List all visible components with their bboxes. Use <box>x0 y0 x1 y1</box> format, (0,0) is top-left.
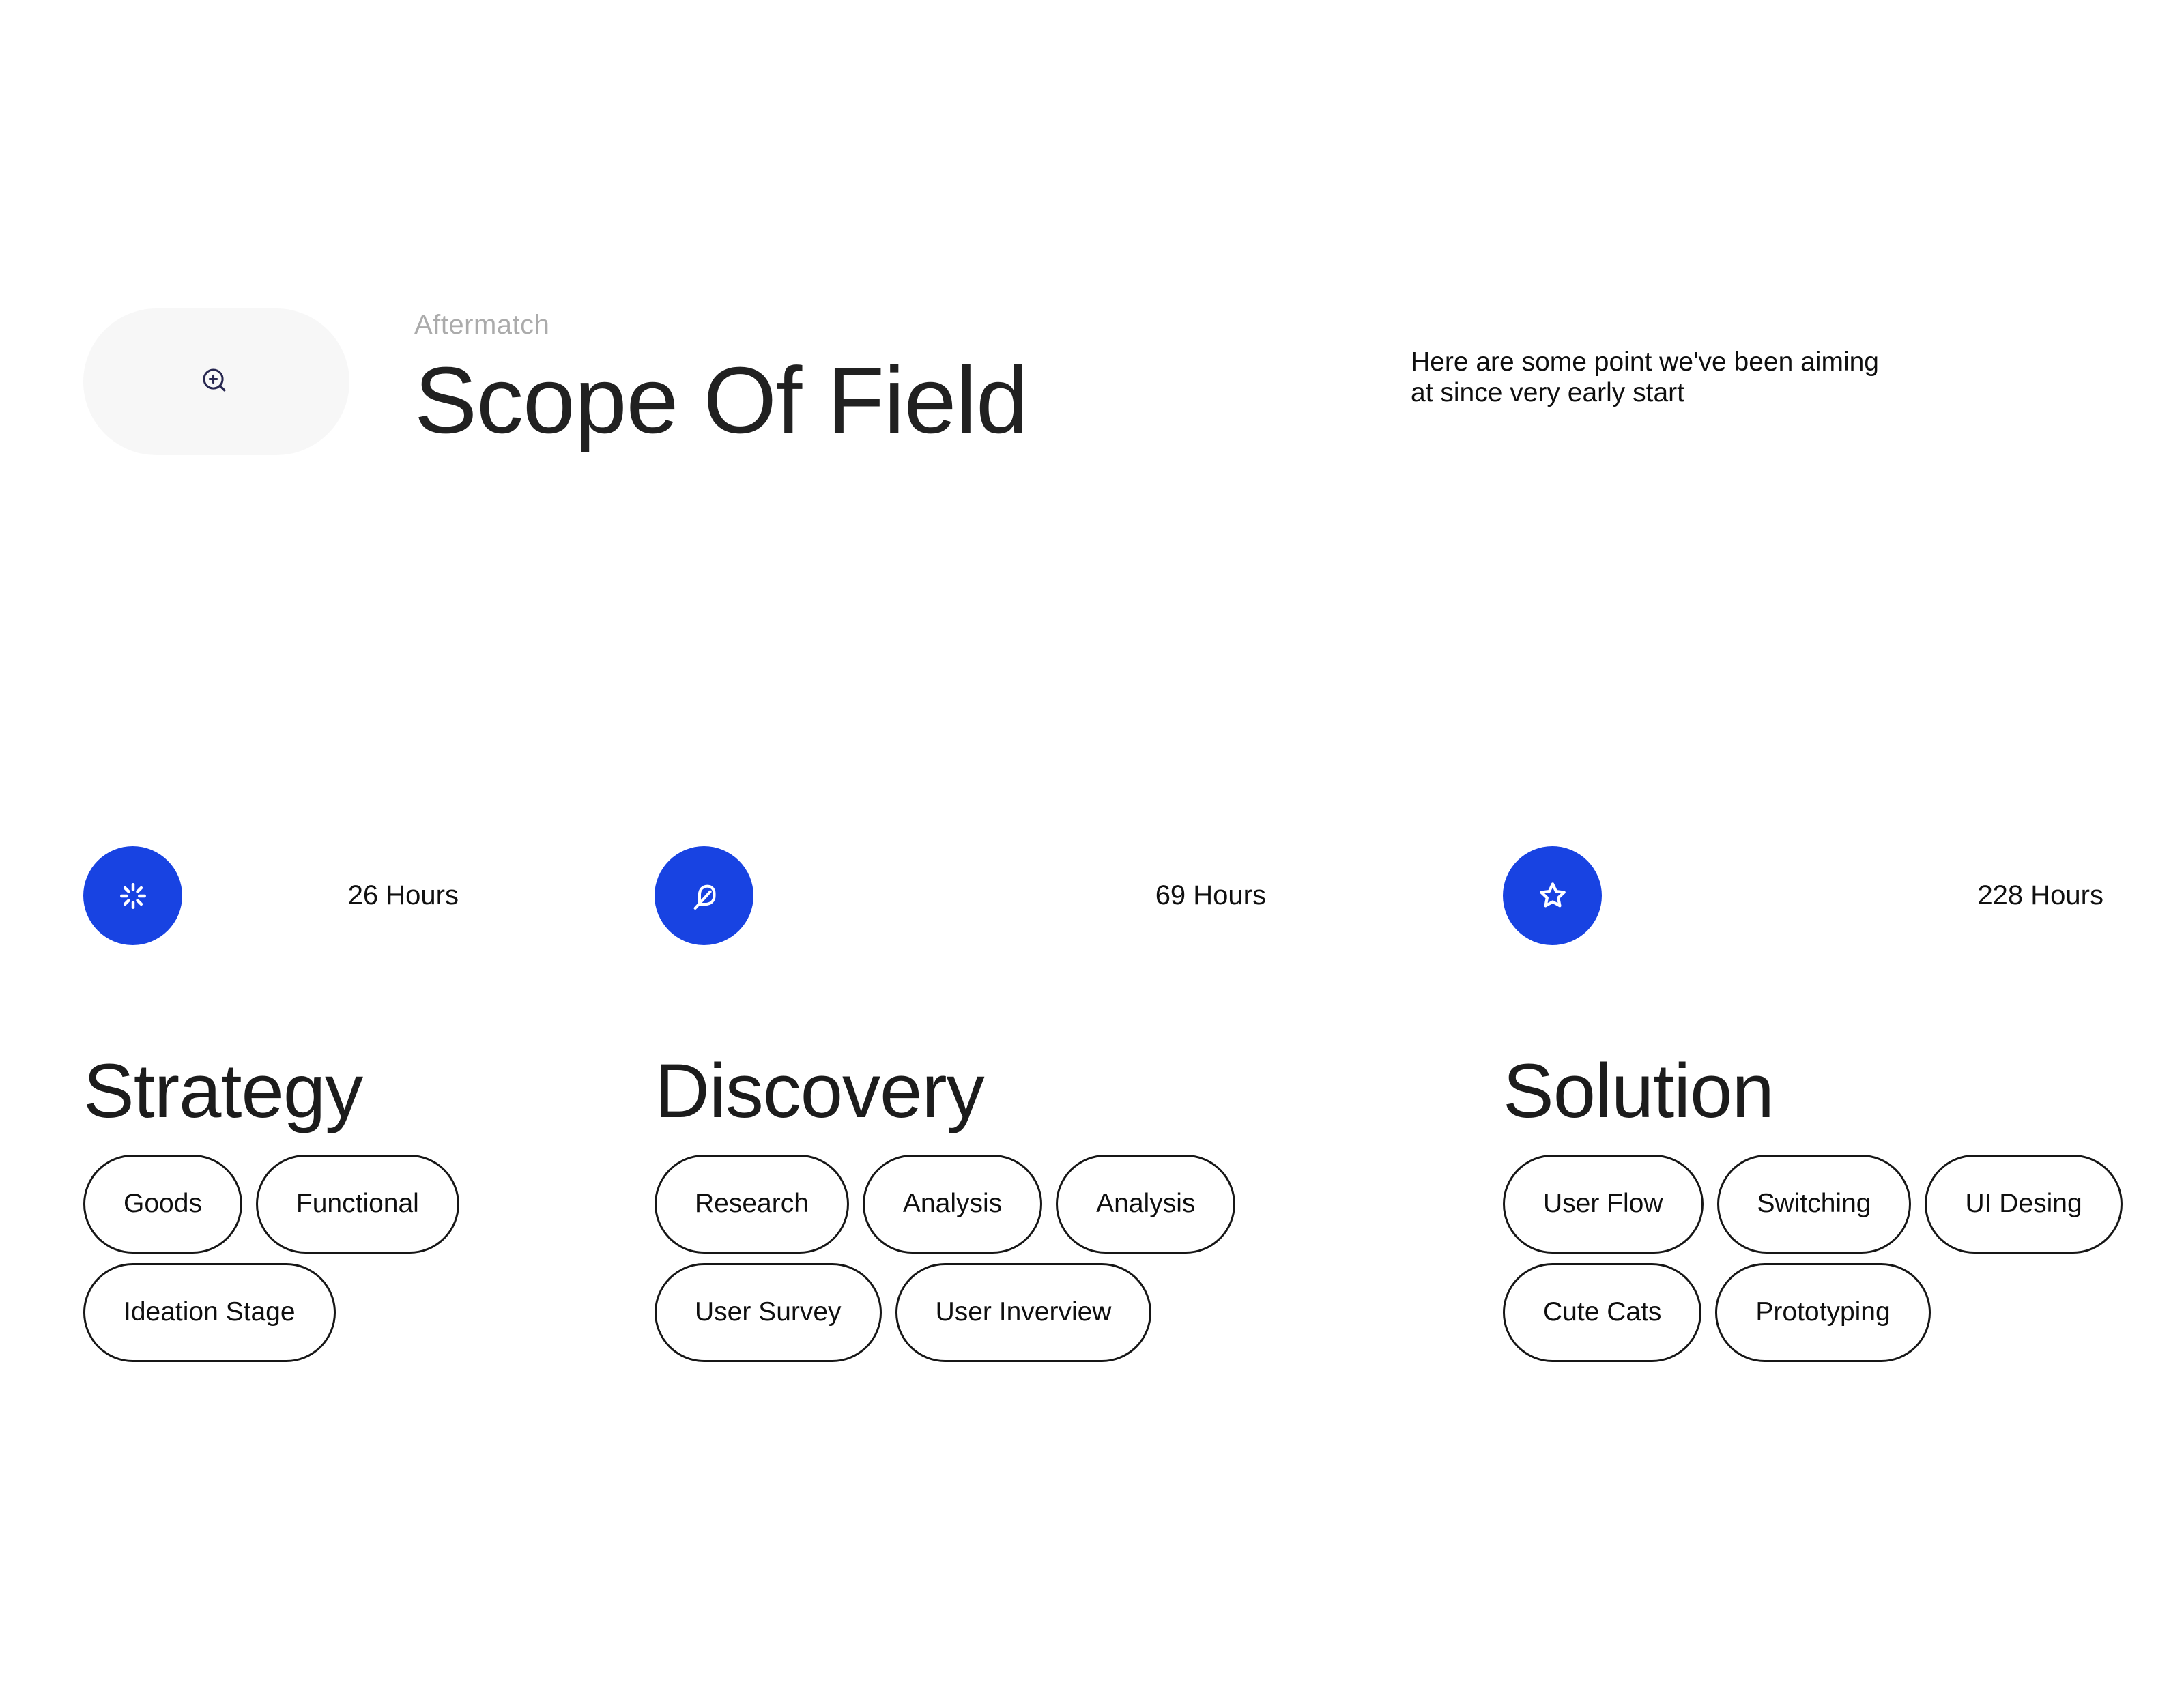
solution-title: Solution <box>1503 1048 1774 1133</box>
tag-row: Goods Functional <box>83 1154 459 1254</box>
tag-ui-desing: UI Desing <box>1925 1154 2123 1254</box>
strategy-tags: Goods Functional Ideation Stage <box>83 1154 459 1362</box>
tag-cute-cats: Cute Cats <box>1503 1262 1702 1362</box>
strategy-title: Strategy <box>83 1048 363 1133</box>
section-strategy-head: 26 Hours <box>83 846 459 945</box>
section-discovery: 69 Hours Discovery Research Analysis Ana… <box>655 846 1266 1362</box>
pen-icon <box>687 878 722 914</box>
tag-analysis-2: Analysis <box>1056 1154 1236 1254</box>
discovery-icon-circle <box>655 846 753 945</box>
tag-ideation-stage: Ideation Stage <box>83 1262 336 1362</box>
tag-prototyping: Prototyping <box>1715 1262 1931 1362</box>
star-icon <box>1535 878 1570 914</box>
tag-research: Research <box>655 1154 849 1254</box>
strategy-icon-circle <box>83 846 182 945</box>
eyebrow-label: Aftermatch <box>414 310 550 340</box>
zoom-search-button[interactable] <box>83 308 349 455</box>
intro-line-2: at since very early start <box>1411 378 1684 408</box>
tag-analysis-1: Analysis <box>862 1154 1043 1254</box>
solution-icon-circle <box>1503 846 1602 945</box>
section-solution-head: 228 Hours <box>1503 846 2103 945</box>
tag-row: User Survey User Inverview <box>655 1262 1266 1362</box>
tag-user-flow: User Flow <box>1503 1154 1704 1254</box>
section-strategy: 26 Hours Strategy Goods Functional Ideat… <box>83 846 459 1362</box>
solution-hours: 228 Hours <box>1977 880 2103 910</box>
page-header: Aftermatch Scope Of Field <box>414 308 1029 453</box>
intro-text: Here are some point we've been aiming at… <box>1411 347 1957 408</box>
tag-row: Cute Cats Prototyping <box>1503 1262 2103 1362</box>
tag-goods: Goods <box>83 1154 242 1254</box>
tag-user-inverview: User Inverview <box>895 1262 1152 1362</box>
tag-user-survey: User Survey <box>655 1262 882 1362</box>
section-discovery-head: 69 Hours <box>655 846 1266 945</box>
tag-row: User Flow Switching UI Desing <box>1503 1154 2123 1254</box>
zoom-in-icon <box>199 365 233 399</box>
tag-functional: Functional <box>255 1154 459 1254</box>
discovery-hours: 69 Hours <box>1155 880 1266 910</box>
page-title: Scope Of Field <box>414 348 1029 453</box>
tag-row: Research Analysis Analysis <box>655 1154 1266 1254</box>
tag-row: Ideation Stage <box>83 1262 459 1362</box>
discovery-title: Discovery <box>655 1048 985 1133</box>
section-solution: 228 Hours Solution User Flow Switching U… <box>1503 846 2123 1362</box>
loader-icon <box>115 878 151 914</box>
strategy-hours: 26 Hours <box>347 880 459 910</box>
intro-line-1: Here are some point we've been aiming <box>1411 347 1879 377</box>
solution-tags: User Flow Switching UI Desing Cute Cats … <box>1503 1154 2123 1362</box>
discovery-tags: Research Analysis Analysis User Survey U… <box>655 1154 1266 1362</box>
tag-switching: Switching <box>1716 1154 1912 1254</box>
